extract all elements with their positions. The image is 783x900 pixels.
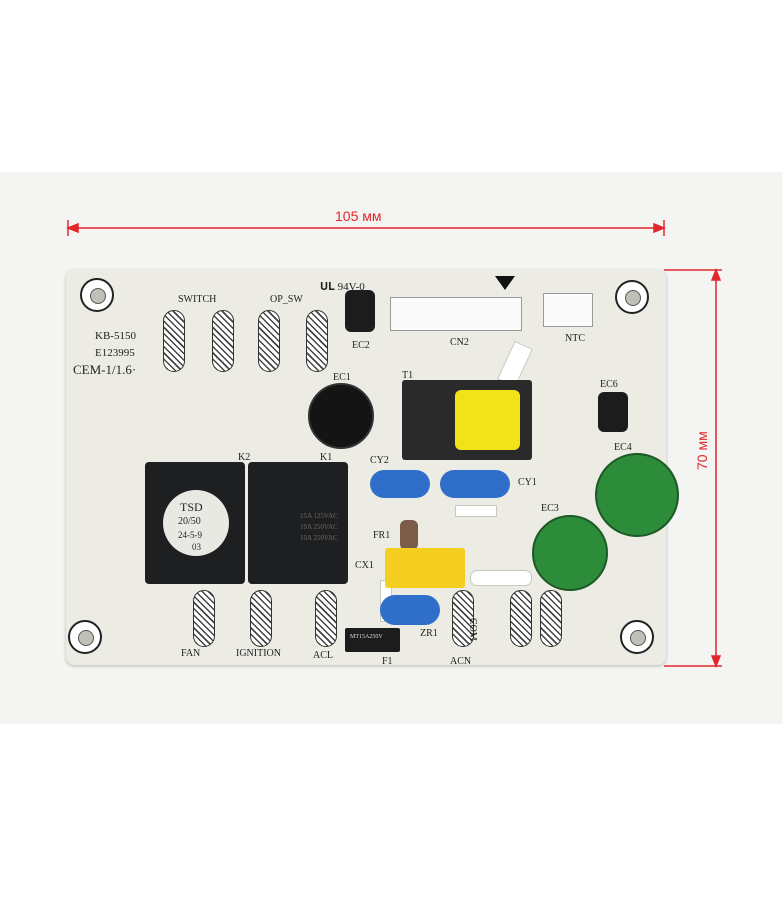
switch-label: SWITCH: [178, 294, 217, 305]
zr1-label: ZR1: [420, 628, 438, 639]
switch-terminal-2: [212, 310, 234, 372]
resistor-fr1: [400, 520, 418, 550]
varistor-zr1: [380, 595, 440, 625]
ntc-label: NTC: [565, 333, 585, 344]
op-sw-terminal-2: [306, 310, 328, 372]
ignition-label: IGNITION: [236, 648, 281, 659]
cem-label: CEM-1/1.6·: [73, 362, 137, 377]
mounting-hole-bottom-left: [68, 620, 102, 654]
cn2-label: CN2: [450, 337, 469, 348]
acl-label: ACL: [313, 650, 333, 661]
fan-terminal: [193, 590, 215, 647]
relay-k1-rating-line: 10A 250VAC: [300, 534, 338, 542]
board-slot: [455, 505, 497, 517]
model-label: KB-5150: [95, 330, 136, 342]
relay-k1-rating-line: 10A 250VAC: [300, 523, 338, 531]
capacitor-ec3: [532, 515, 608, 591]
k1-label: K1: [320, 452, 333, 463]
op-sw-label: OP_SW: [270, 294, 303, 305]
capacitor-ec6: [598, 392, 628, 432]
relay-k2-batch: 03: [192, 542, 201, 552]
cy1-label: CY1: [518, 477, 537, 488]
width-dimension-label: 105 мм: [335, 208, 382, 224]
acn-label: ACN: [450, 656, 472, 667]
capacitor-cx1: [385, 548, 465, 588]
fr1-label: FR1: [373, 530, 391, 541]
ec2-label: EC2: [352, 340, 370, 351]
ec3-label: EC3: [541, 503, 559, 514]
capacitor-cy1: [440, 470, 510, 498]
op-sw-terminal-1: [258, 310, 280, 372]
ignition-terminal: [250, 590, 272, 647]
capacitor-cy2: [370, 470, 430, 498]
switch-terminal-1: [163, 310, 185, 372]
acn-terminal: [452, 590, 474, 647]
mounting-hole-bottom-right: [620, 620, 654, 654]
cx1-label: CX1: [355, 560, 374, 571]
board-slot: [470, 570, 532, 586]
relay-k2-sticker: [163, 490, 229, 556]
ec6-label: EC6: [600, 379, 618, 390]
relay-k1-ratings: 15A 125VAC 10A 250VAC 10A 250VAC: [300, 480, 340, 574]
capacitor-ec2: [345, 290, 375, 332]
code-label: E123995: [95, 347, 135, 359]
fuse-marking: MT15A250V: [350, 634, 383, 640]
fuse-f1: [345, 628, 400, 652]
pin1-marker-icon: [495, 276, 515, 290]
capacitor-ec4: [595, 453, 679, 537]
cy2-label: CY2: [370, 455, 389, 466]
ec4-label: EC4: [614, 442, 632, 453]
f1-label: F1: [382, 656, 393, 667]
connector-cn2: [390, 297, 522, 331]
height-dimension-label: 70 мм: [694, 431, 710, 470]
relay-k2-brand: TSD: [180, 500, 203, 514]
k2-label: K2: [238, 452, 251, 463]
mounting-hole-top-left: [80, 278, 114, 312]
relay-k1: [248, 462, 348, 584]
ec1-label: EC1: [333, 372, 351, 383]
relay-k2-rating: 20/50: [178, 516, 201, 527]
com-terminal-2: [540, 590, 562, 647]
mounting-hole-top-right: [615, 280, 649, 314]
connector-ntc: [543, 293, 593, 327]
fan-label: FAN: [181, 648, 201, 659]
acl-terminal: [315, 590, 337, 647]
t1-label: T1: [402, 370, 414, 381]
com-label: COM: [467, 618, 478, 641]
capacitor-ec1: [308, 383, 374, 449]
com-terminal: [510, 590, 532, 647]
transformer-core: [455, 390, 520, 450]
relay-k1-rating-line: 15A 125VAC: [300, 512, 338, 520]
relay-k2-date: 24-5-9: [178, 530, 202, 540]
